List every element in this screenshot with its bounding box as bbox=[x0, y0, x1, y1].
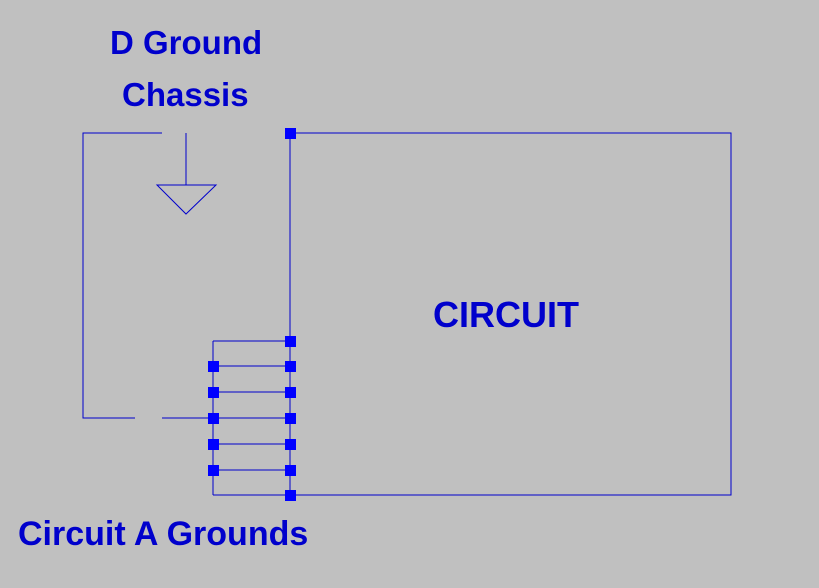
node bbox=[285, 128, 296, 139]
node bbox=[208, 387, 219, 398]
chassis-loop-wire bbox=[82, 132, 162, 419]
node bbox=[208, 439, 219, 450]
node bbox=[285, 490, 296, 501]
title-line-2: Chassis bbox=[122, 76, 249, 113]
node bbox=[285, 465, 296, 476]
title-line-1: D Ground bbox=[110, 24, 263, 61]
node bbox=[285, 413, 296, 424]
node bbox=[208, 465, 219, 476]
node bbox=[208, 361, 219, 372]
circuit-grounds-label: Circuit A Grounds bbox=[18, 515, 309, 553]
circuit-label: CIRCUIT bbox=[433, 294, 579, 335]
node bbox=[285, 336, 296, 347]
node bbox=[285, 361, 296, 372]
node-group bbox=[208, 128, 296, 501]
node bbox=[285, 439, 296, 450]
node bbox=[208, 413, 219, 424]
ground-triangle-icon bbox=[155, 184, 218, 215]
node bbox=[285, 387, 296, 398]
